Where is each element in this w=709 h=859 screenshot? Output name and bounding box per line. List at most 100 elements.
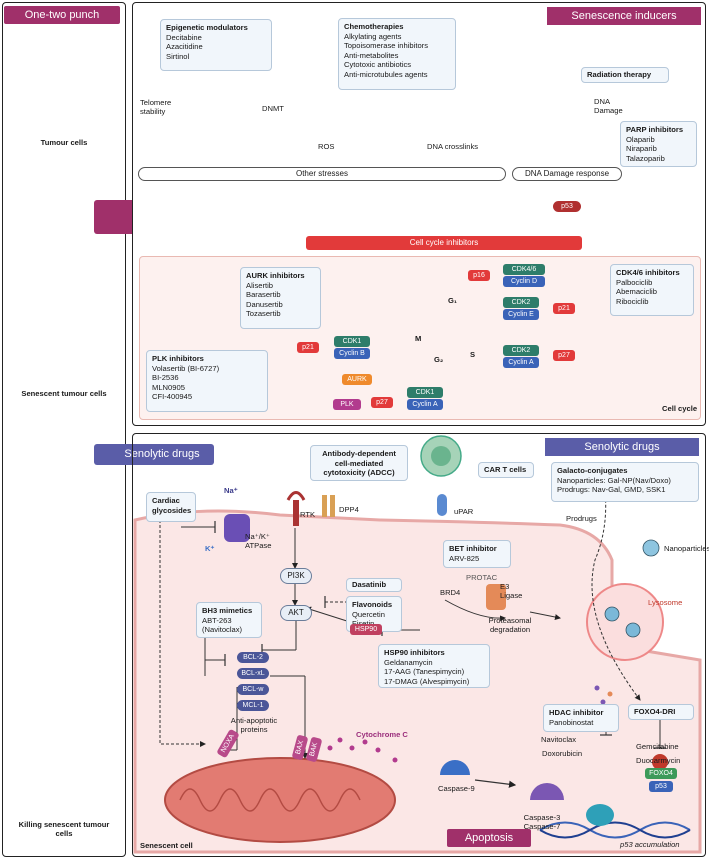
galacto-conjugates-card: Galacto-conjugates Nanoparticles: Gal-NP… [551,462,699,502]
bh3-mimetics-card: BH3 mimetics ABT-263 (Navitoclax) [196,602,262,638]
cyclin-b-pill: Cyclin B [334,348,370,359]
caspase-9-label: Caspase-9 [438,784,475,793]
dna-crosslinks-label: DNA crosslinks [427,142,479,151]
cyclin-e-pill: Cyclin E [503,309,539,320]
car-t-title: CAR T cells [484,465,527,474]
cdk46-pill: CDK4/6 [503,264,545,275]
radiation-therapy-card: Radiation therapy [581,67,669,83]
killing-senescent-cells-label: Killing senescent tumour cells [18,820,110,838]
p16-pill: p16 [468,270,490,281]
bclxl-pill: BCL-xL [237,668,269,679]
one-two-punch-title: One-two punch [4,6,120,24]
aurk-inhibitors-card: AURK inhibitors Alisertib Barasertib Dan… [240,267,321,329]
senolytic-drugs-header: Senolytic drugs [545,438,699,456]
cyclin-a2-pill: Cyclin A [407,399,443,410]
dnmt-label: DNMT [262,104,284,113]
pi3k-node: PI3K [280,568,312,584]
cell-cycle-label: Cell cycle [662,404,698,413]
cardiac-glycosides-card: Cardiac glycosides [146,492,196,522]
dna-damage-label: DNA Damage [594,97,623,115]
bet-inhibitor-card: BET inhibitor ARV-825 [443,540,511,568]
flavonoids-item: Quercetin [352,609,385,619]
plk-item: BI-2536 [152,373,179,382]
parp-item: Niraparib [626,144,657,153]
senescent-tumour-cells-label: Senescent tumour cells [21,389,107,398]
aurk-title: AURK inhibitors [246,271,305,280]
galacto-item: Prodrugs: Nav-Gal, GMD, SSK1 [557,485,666,494]
hsp90-item: 17-AAG (Tanespimycin) [384,667,465,676]
epigenetic-modulators-card: Epigenetic modulators Decitabine Azaciti… [160,19,272,71]
cdk2-e-pill: CDK2 [503,297,539,308]
parp-title: PARP inhibitors [626,125,684,134]
upar-label: uPAR [454,507,474,516]
bclw-pill: BCL-w [237,684,269,695]
radiation-title: Radiation therapy [587,70,652,79]
cardiac-title: Cardiac glycosides [152,496,192,515]
hsp90-item: Geldanamycin [384,657,433,667]
hsp90-inhibitors-card: HSP90 inhibitors Geldanamycin 17-AAG (Ta… [378,644,490,688]
plk-inhibitors-card: PLK inhibitors Volasertib (BI-6727) BI-2… [146,350,268,412]
akt-node: AKT [280,605,312,621]
dpp4-label: DPP4 [339,505,359,514]
cyclin-d-pill: Cyclin D [503,276,545,287]
cdk46-inhibitors-card: CDK4/6 inhibitors Palbociclib Abemacicli… [610,264,694,316]
p27-right-pill: p27 [553,350,575,361]
bh3-title: BH3 mimetics [202,606,253,615]
prodrugs-label: Prodrugs [566,514,597,523]
plk-pill: PLK [333,399,361,410]
p53-accumulation-label: p53 accumulation [620,840,680,849]
bh3-item: (Navitoclax) [202,625,243,634]
duocarmycin-label: Duocarmycin [636,756,681,765]
cdk1-b-pill: CDK1 [334,336,370,347]
aurk-item: Tozasertib [246,309,281,318]
hdac-title: HDAC inhibitor [549,708,604,717]
ddr-label: DNA Damage response [524,169,610,178]
senolytic-drugs-panel [132,433,706,857]
proteasomal-label: Proteasomal degradation [488,616,532,634]
foxo4-dri-card: FOXO4-DRI [628,704,694,720]
dasatinib-card: Dasatinib [346,578,402,592]
cdk1-a-pill: CDK1 [407,387,443,398]
pi3k-label: PI3K [287,571,305,580]
tumour-cells-label: Tumour cells [40,138,88,147]
parp-label: PARP [560,142,578,149]
rtk-label: RTK [300,510,316,519]
hsp90-title: HSP90 inhibitors [384,648,445,657]
senolytic-graphics [133,435,702,854]
p21-left-pill: p21 [297,342,319,353]
chemo-item: Alkylating agents [344,31,402,41]
cdk2-a-pill: CDK2 [503,345,539,356]
phase-g2: G₂ [434,355,444,364]
cell-cycle-inhibitors-bar: Cell cycle inhibitors [306,236,582,250]
epigenetic-item: Azacitidine [166,42,203,51]
p27-left-pill: p27 [371,397,393,408]
parp-item: Talazoparib [626,153,665,163]
brd4-label: BRD4 [440,588,461,597]
e3-ligase-label: E3 Ligase [500,582,523,600]
plk-title: PLK inhibitors [152,354,204,363]
p53-pill: p53 [553,201,581,212]
chemo-item: Topoisomerase inhibitors [344,41,428,50]
akt-label: AKT [288,608,304,617]
hsp90-pill: HSP90 [350,624,382,635]
apoptosis-banner: Apoptosis [447,829,531,847]
chemo-item: Cytotoxic antibiotics [344,60,412,69]
p53-node-pill: p53 [649,781,673,792]
gemcitabine-label: Gemcitabine [636,742,679,751]
aurk-pill: AURK [342,374,372,385]
hdac-inhibitor-card: HDAC inhibitor Panobinostat [543,704,619,732]
plk-item: CFI-400945 [152,392,193,401]
cdk46-item: Palbociclib [616,277,653,287]
dasatinib-title: Dasatinib [352,580,387,589]
left-column-panel [2,2,126,857]
bcl2-pill: BCL-2 [237,652,269,663]
chemo-item: Anti-microtubules agents [344,69,428,79]
senescent-cell-label: Senescent cell [140,841,193,850]
chemo-item: Anti-metabolites [344,50,399,60]
car-t-card: CAR T cells [478,462,534,478]
cdk46-item: Ribociclib [616,296,649,306]
adcc-card: Antibody-dependent cell-mediated cytotox… [310,445,408,481]
parp-inhibitors-card: PARP inhibitors Olaparib Niraparib Talaz… [620,121,697,167]
flavonoids-item: Fisetin [352,619,396,629]
bh3-item: ABT-263 [202,615,232,625]
